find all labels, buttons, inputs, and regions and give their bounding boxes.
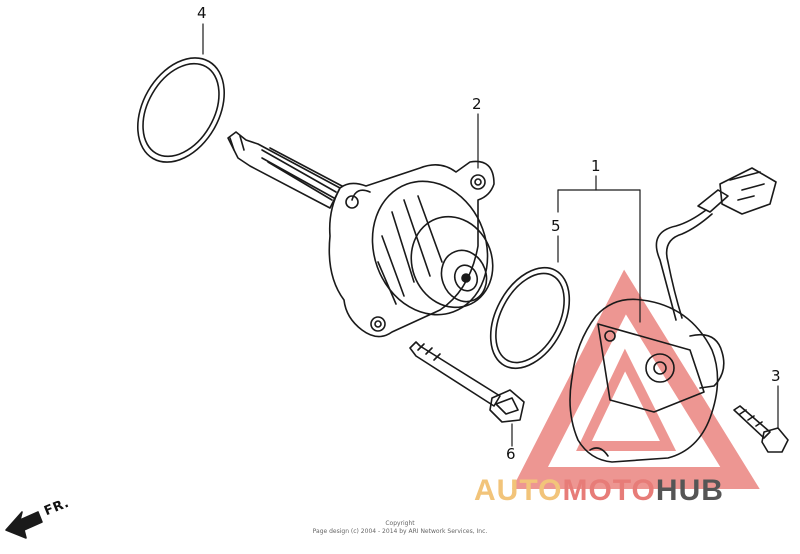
o-ring-part-5 (489, 266, 571, 370)
watermark-logo-text: AUTOMOTOHUB (474, 474, 724, 508)
copyright-line-1: Copyright (385, 520, 415, 527)
watermark-part-hub: HUB (655, 474, 724, 507)
front-direction-arrow-icon (5, 511, 43, 539)
water-pump-part-2 (227, 131, 495, 338)
bolt-part-3 (733, 405, 789, 453)
callout-4: 4 (197, 4, 207, 22)
callout-3: 3 (771, 367, 781, 385)
watermark-part-auto: AUTO (474, 474, 563, 507)
leader-lines (202, 23, 779, 447)
callout-2: 2 (472, 95, 482, 113)
copyright-notice: Copyright Page design (c) 2004 - 2014 by… (300, 520, 500, 536)
watermark-part-moto: MOTO (562, 474, 656, 507)
bolt-part-6 (409, 341, 525, 423)
pump-motor-part-1 (569, 167, 777, 463)
callout-5: 5 (551, 217, 561, 235)
watermark-triangle (512, 269, 760, 489)
callout-1: 1 (591, 157, 601, 175)
callout-6: 6 (506, 445, 516, 463)
o-ring-part-4 (136, 57, 226, 163)
copyright-line-2: Page design (c) 2004 - 2014 by ARI Netwo… (312, 527, 488, 535)
